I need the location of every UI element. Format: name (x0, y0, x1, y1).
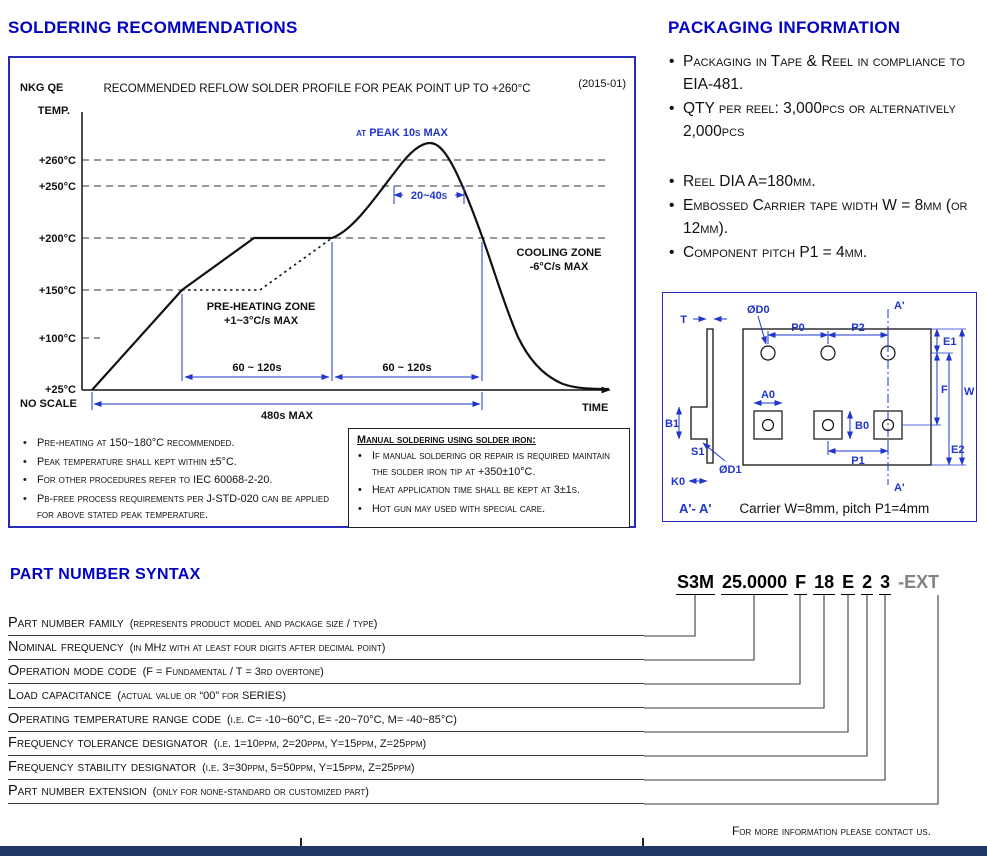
dim-label-p2: P2 (851, 322, 864, 334)
soldering-section-title: SOLDERING RECOMMENDATIONS (8, 18, 298, 37)
pn-row-family: Part number family (represents product m… (8, 612, 644, 636)
manual-soldering-list: If manual soldering or repair is require… (357, 449, 621, 518)
dim-label-e2: E2 (951, 444, 964, 456)
preheat-duration-label: 60 ~ 120s (232, 362, 281, 374)
bullet-item: Packaging in Tape & Reel in compliance t… (668, 50, 980, 96)
pn-segment-family: S3M (676, 572, 716, 595)
dim-label-a-prime-top: A' (894, 300, 905, 312)
packaging-section-title: PACKAGING INFORMATION (668, 18, 901, 37)
chart-title: RECOMMENDED REFLOW SOLDER PROFILE FOR PE… (103, 83, 531, 95)
part-number-connector-lines (644, 595, 939, 805)
dim-label-f: F (941, 384, 948, 396)
dim-label-t: T (680, 314, 687, 326)
chart-revision-label: (2015-01) (578, 78, 626, 90)
pn-segment-temp-range: E (841, 572, 856, 595)
preheat-zone-label-2: +1~3°C/s MAX (224, 315, 299, 327)
bullet-item: Embossed Carrier tape width W = 8mm (or … (668, 194, 980, 240)
no-scale-label: NO SCALE (20, 398, 77, 410)
pn-segment-mode: F (794, 572, 808, 595)
carrier-tape-drawing-box: T B1 S1 K0 ØD1 ØD0 P0 P2 A' A' E1 F W E2… (662, 292, 977, 522)
peak-annotation: at PEAK 10s MAX (356, 127, 448, 139)
reflow-profile-chart: TEMP. TIME NO SCALE +260°C +250°C +200°C… (20, 105, 611, 422)
dim-label-a-prime-bottom: A' (894, 482, 905, 494)
temp-tick-260: +260°C (39, 155, 76, 167)
dim-label-p1: P1 (851, 455, 864, 467)
footer-bar (0, 846, 987, 856)
temp-gridlines (82, 159, 606, 339)
pn-row-load: Load capacitance (actual value or “00” f… (8, 684, 644, 708)
manual-soldering-box: Manual soldering using solder iron: If m… (348, 428, 630, 528)
manual-soldering-title: Manual soldering using solder iron: (357, 434, 536, 446)
reflow-profile-box: NKG QE RECOMMENDED REFLOW SOLDER PROFILE… (8, 56, 636, 528)
pn-row-stability: Frequency stability designator (i.e. 3=3… (8, 756, 644, 780)
pn-segment-load: 18 (813, 572, 836, 595)
pn-segment-tolerance: 2 (861, 572, 874, 595)
note-item: Pre-heating at 150~180°C recommended. (22, 436, 342, 452)
total-duration-label: 480s MAX (261, 410, 314, 422)
tape-outline (742, 328, 932, 466)
pn-segment-extension: -EXT (898, 572, 940, 592)
sprocket-holes (760, 345, 896, 361)
note-item: Pb-free process requirements per J-STD-0… (22, 492, 342, 523)
pn-row-temp-range: Operating temperature range code (i.e. C… (8, 708, 644, 732)
dim-label-k0: K0 (671, 476, 685, 488)
dim-label-s1: S1 (691, 446, 704, 458)
temp-tick-250: +250°C (39, 181, 76, 193)
dim-label-a0: A0 (761, 389, 775, 401)
part-number-section-title: PART NUMBER SYNTAX (10, 566, 201, 583)
pn-row-tolerance: Frequency tolerance designator (i.e. 1=1… (8, 732, 644, 756)
table-divider-tick (642, 838, 644, 846)
x-axis-label: TIME (582, 402, 608, 414)
chart-brand-label: NKG QE (20, 82, 64, 94)
carrier-caption: Carrier W=8mm, pitch P1=4mm (739, 501, 930, 516)
temp-tick-100: +100°C (39, 333, 76, 345)
reflow-curve (91, 141, 610, 391)
pn-row-mode: Operation mode code (F = Fundamental / T… (8, 660, 644, 684)
note-item: If manual soldering or repair is require… (357, 449, 621, 480)
preheat-band-dotted (182, 237, 333, 291)
temp-tick-200: +200°C (39, 233, 76, 245)
tape-dimension-lines (676, 315, 966, 484)
bullet-item: QTY per reel: 3,000pcs or alternatively … (668, 97, 980, 143)
temp-tick-25: +25°C (45, 384, 76, 396)
cooling-zone-label-2: -6°C/s MAX (530, 261, 589, 273)
packaging-bullets-group1: Packaging in Tape & Reel in compliance t… (668, 50, 980, 144)
note-item: Heat application time shall be kept at 3… (357, 483, 621, 499)
tape-caption-row: A'- A' Carrier W=8mm, pitch P1=4mm (663, 501, 976, 516)
table-divider-tick (300, 838, 302, 846)
carrier-tape-drawing: T B1 S1 K0 ØD1 ØD0 P0 P2 A' A' E1 F W E2… (665, 300, 974, 494)
dim-label-d0: ØD0 (747, 304, 770, 316)
ramp-duration-label: 60 ~ 120s (382, 362, 431, 374)
temp-tick-150: +150°C (39, 285, 76, 297)
component-pockets (753, 410, 903, 440)
tape-side-profile (690, 328, 714, 464)
bullet-item: Component pitch P1 = 4mm. (668, 241, 980, 264)
dim-label-w: W (964, 386, 974, 398)
part-number-rows: Part number family (represents product m… (8, 612, 644, 804)
cooling-zone-label-1: COOLING ZONE (517, 247, 602, 259)
dim-label-b0: B0 (855, 420, 869, 432)
pn-segment-stability: 3 (879, 572, 892, 595)
soldering-notes-list: Pre-heating at 150~180°C recommended. Pe… (22, 436, 342, 526)
contact-note: For more information please contact us. (731, 824, 931, 838)
section-view-label: A'- A' (679, 501, 712, 516)
note-item: Peak temperature shall kept within ±5°C. (22, 455, 342, 471)
peak-window-annotation: 20~40s (411, 190, 448, 202)
y-axis-label: TEMP. (38, 105, 70, 117)
dim-label-p0: P0 (791, 322, 804, 334)
pn-segment-frequency: 25.0000 (721, 572, 789, 595)
note-item: For other procedures refer to IEC 60068-… (22, 473, 342, 489)
pn-row-frequency: Nominal frequency (in MHz with at least … (8, 636, 644, 660)
part-number-example: S3M 25.0000 F 18 E 2 3 -EXT (676, 572, 940, 595)
packaging-bullets-group2: Reel DIA A=180mm. Embossed Carrier tape … (668, 170, 980, 265)
bullet-item: Reel DIA A=180mm. (668, 170, 980, 193)
dim-label-e1: E1 (943, 336, 956, 348)
preheat-zone-label-1: PRE-HEATING ZONE (207, 301, 316, 313)
note-item: Hot gun may used with special care. (357, 502, 621, 518)
dim-label-d1: ØD1 (719, 464, 742, 476)
pn-row-extension: Part number extension (only for none-sta… (8, 780, 644, 804)
dim-label-b1: B1 (665, 418, 679, 430)
dimension-lines (91, 186, 483, 410)
